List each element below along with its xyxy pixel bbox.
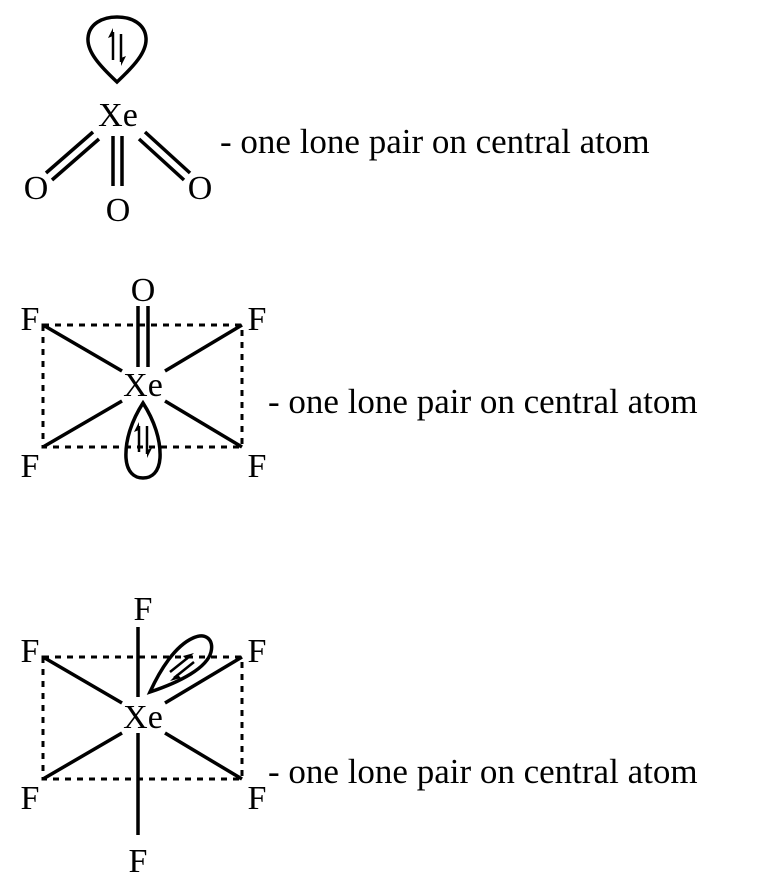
structure-xef6: F Xe F F F F F - one lone pair on centra… bbox=[21, 591, 698, 880]
structure-xeof4: O Xe F F F F - one lone pair on central … bbox=[21, 272, 698, 485]
up-down-electron-arrows-icon bbox=[169, 653, 195, 681]
double-bond-right bbox=[137, 130, 192, 182]
ligand-fluorine-top: F bbox=[134, 591, 153, 628]
bond-top-right bbox=[164, 323, 243, 373]
ligand-fluorine-top-right: F bbox=[248, 301, 267, 338]
ligand-fluorine-top-right: F bbox=[248, 633, 267, 670]
bond-bottom-left bbox=[42, 399, 123, 449]
double-bond-top bbox=[136, 306, 150, 367]
bond-bottom-right bbox=[164, 731, 243, 781]
ligand-fluorine-bottom-right: F bbox=[248, 448, 267, 485]
lone-pair-lobe-icon bbox=[146, 634, 214, 695]
up-down-electron-arrows-icon bbox=[108, 28, 126, 66]
square-plane-outline bbox=[41, 655, 244, 781]
central-atom-xe: Xe bbox=[123, 699, 163, 736]
double-bond-left bbox=[44, 130, 101, 182]
square-plane-outline bbox=[41, 323, 244, 449]
bond-top-left bbox=[42, 655, 123, 705]
bond-bottom-left bbox=[42, 731, 123, 781]
lone-pair-lobe-icon bbox=[124, 399, 162, 480]
lone-pair-lobe-icon bbox=[86, 15, 148, 85]
ligand-fluorine-top-left: F bbox=[21, 301, 40, 338]
ligand-fluorine-top-left: F bbox=[21, 633, 40, 670]
structure-caption: - one lone pair on central atom bbox=[220, 122, 650, 161]
ligand-fluorine-bottom-right: F bbox=[248, 780, 267, 817]
up-down-electron-arrows-icon bbox=[134, 422, 152, 458]
ligand-fluorine-bottom-left: F bbox=[21, 448, 40, 485]
ligand-fluorine-bottom-left: F bbox=[21, 780, 40, 817]
structure-caption: - one lone pair on central atom bbox=[268, 752, 698, 791]
structure-xeo3: Xe O O O - one lone pair on central atom bbox=[24, 15, 650, 229]
central-atom-xe: Xe bbox=[98, 97, 138, 134]
double-bond-middle bbox=[111, 136, 124, 186]
ligand-oxygen-right: O bbox=[188, 170, 213, 207]
ligand-oxygen-left: O bbox=[24, 170, 49, 207]
ligand-oxygen-bottom: O bbox=[106, 192, 131, 229]
bond-top-right bbox=[164, 655, 243, 705]
bond-top-left bbox=[42, 323, 123, 373]
bond-bottom-right bbox=[164, 399, 243, 449]
structure-caption: - one lone pair on central atom bbox=[268, 382, 698, 421]
ligand-oxygen-top: O bbox=[131, 272, 156, 309]
ligand-fluorine-bottom: F bbox=[129, 843, 148, 880]
central-atom-xe: Xe bbox=[123, 367, 163, 404]
